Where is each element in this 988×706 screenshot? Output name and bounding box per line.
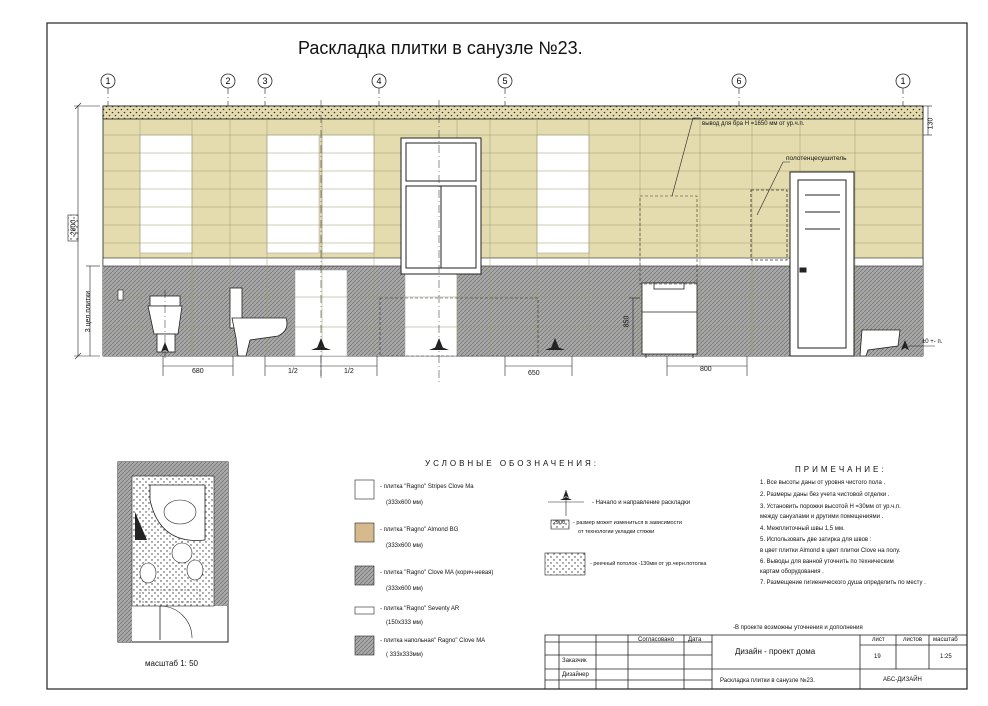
legend-swatch-clove bbox=[354, 565, 375, 586]
shower-holder bbox=[117, 289, 124, 301]
legend-swatch-white bbox=[354, 479, 375, 500]
floor-mark: ±0 +- п. bbox=[922, 339, 943, 345]
callout-towel-dryer: полотенцесушитель bbox=[786, 155, 847, 162]
legend-swatch-almond bbox=[354, 522, 375, 543]
wall-elevation: 1 2 3 4 5 6 1 bbox=[67, 73, 935, 385]
legend-symbol-start: - Начало и направление раскладки bbox=[592, 500, 691, 506]
legend-item-1-size: (333x600 мм) bbox=[386, 500, 423, 506]
border-strip bbox=[102, 257, 924, 267]
start-arrows bbox=[161, 338, 909, 352]
legend-item-5: - плитка напольная" Ragno" Clove MA bbox=[380, 638, 486, 644]
floor-plan bbox=[117, 461, 229, 643]
legend-item-2: - плитка "Ragno" Almond BG bbox=[380, 527, 459, 533]
legend-item-4: - плитка "Ragno" Seventy AR bbox=[380, 606, 460, 612]
legend-item-3: - плитка "Ragno" Clove MA (корич-невая) bbox=[380, 570, 494, 576]
legend-swatch-border bbox=[354, 606, 375, 615]
tb-sheet-title: Раскладка плитки в санузле №23. bbox=[720, 678, 815, 684]
notes-header: ПРИМЕЧАНИЕ: bbox=[795, 465, 887, 474]
callout-sconce: вывод для бра Н =1650 мм от ур.ч.п. bbox=[702, 121, 805, 127]
axis-label: 2 bbox=[225, 76, 230, 86]
tb-col-agreed: Согласовано bbox=[638, 637, 675, 643]
note-1: 1. Все высоты даны от уровня чистого пол… bbox=[760, 480, 886, 486]
legend-symbol-badge: 2900 bbox=[553, 520, 566, 526]
page-title: Раскладка плитки в санузле №23. bbox=[298, 38, 583, 58]
legend-ceiling-swatch bbox=[544, 552, 586, 576]
axis-label: 6 bbox=[736, 76, 741, 86]
tb-designer: Дизайнер bbox=[562, 672, 589, 678]
notes-footnote: -В проекте возможны уточнения и дополнен… bbox=[733, 625, 863, 631]
tb-scale: 1:25 bbox=[940, 654, 952, 660]
legend-badge bbox=[550, 519, 570, 530]
door bbox=[789, 171, 855, 357]
legend-symbol-ceiling: - реечный потолок -130мм от ур.черн.пото… bbox=[590, 561, 707, 567]
note-6b: картам оборудования . bbox=[760, 569, 824, 575]
dim-left-vertical: 3 цел.плитки bbox=[85, 290, 93, 333]
note-5b: в цвет плитки Almond в цвет плитки Clove… bbox=[760, 548, 901, 554]
dim-top-strip: 130 bbox=[927, 117, 935, 130]
tb-project: Дизайн - проект дома bbox=[735, 647, 816, 656]
axis-label: 3 bbox=[262, 76, 267, 86]
dim-half-b: 1/2 bbox=[344, 368, 354, 375]
dim-850: 850 bbox=[623, 315, 631, 328]
dim-800: 800 bbox=[700, 366, 712, 373]
tb-sheet-no: 19 bbox=[874, 654, 881, 660]
dim-650: 650 bbox=[528, 370, 540, 377]
dim-680: 680 bbox=[192, 368, 204, 375]
height-badge bbox=[67, 214, 79, 242]
tb-scale-label: масштаб bbox=[933, 637, 958, 643]
legend-symbol-size-2: от технологии укладки стяжки bbox=[578, 529, 655, 535]
window bbox=[400, 137, 482, 275]
tb-sheet-label: лист bbox=[872, 637, 885, 643]
bidet bbox=[859, 329, 901, 357]
legend-symbol-size: - размер может измениться в зависимости bbox=[573, 520, 682, 526]
note-5: 5. Использовать две затирка для швов : bbox=[760, 537, 872, 543]
dim-half-a: 1/2 bbox=[288, 368, 298, 375]
axis-label: 1 bbox=[900, 76, 905, 86]
legend-item-1: - плитка "Ragno" Stripes Clove Ma bbox=[380, 484, 474, 490]
note-3: 3. Установить порожки высотой Н =30мм от… bbox=[760, 504, 901, 510]
note-3b: между санузлами и другими помещениями . bbox=[760, 514, 884, 520]
tb-company: АБС-ДИЗАЙН bbox=[883, 677, 922, 683]
plan-scale: масштаб 1: 50 bbox=[145, 659, 198, 668]
legend-arrow-symbol bbox=[548, 490, 584, 516]
toilet-side bbox=[229, 287, 288, 357]
tb-col-date: Дата bbox=[688, 637, 702, 643]
note-2: 2. Размеры даны без учета чистовой отдел… bbox=[760, 492, 890, 498]
legend-item-2-size: (333x600 мм) bbox=[386, 543, 423, 549]
ceiling-strip bbox=[102, 105, 924, 120]
dim-height-total: 2800 bbox=[70, 219, 78, 236]
titleblock-lines bbox=[544, 634, 968, 690]
axis-label: 1 bbox=[105, 76, 110, 86]
sheet-frame bbox=[46, 22, 968, 690]
legend-swatches bbox=[354, 479, 375, 656]
legend-swatch-floor bbox=[354, 635, 375, 656]
tb-sheets-label: листов bbox=[903, 637, 923, 643]
legend-header: УСЛОВНЫЕ ОБОЗНАЧЕНИЯ: bbox=[425, 459, 599, 468]
axis-label: 5 bbox=[502, 76, 507, 86]
note-4: 4. Межплиточный швы 1,5 мм. bbox=[760, 526, 845, 532]
tb-customer: Заказчик bbox=[562, 658, 587, 664]
note-6: 6. Выводы для ванной уточнить по техниче… bbox=[760, 559, 894, 565]
axis-label: 4 bbox=[376, 76, 381, 86]
note-7: 7. Размещение гигиенического душа опреде… bbox=[760, 580, 926, 586]
vanity bbox=[641, 282, 698, 358]
legend-item-5-size: ( 333x333мм) bbox=[386, 652, 423, 658]
legend-item-3-size: (333x600 мм) bbox=[386, 586, 423, 592]
legend-item-4-size: (150x333 мм) bbox=[386, 620, 423, 626]
